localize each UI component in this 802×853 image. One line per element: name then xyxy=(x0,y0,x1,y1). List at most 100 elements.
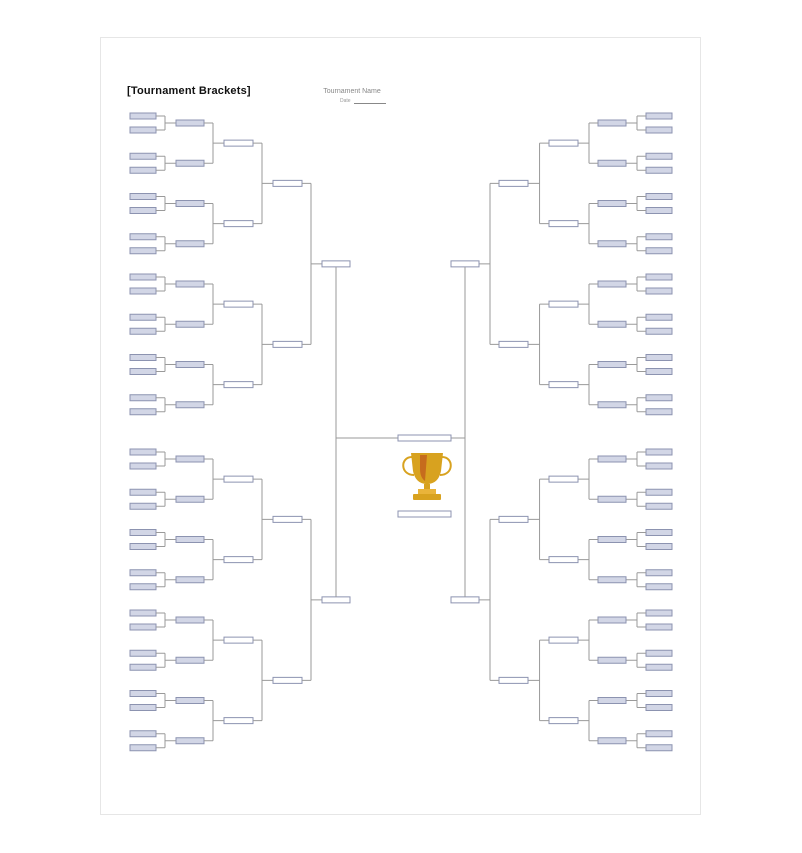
left-team-slot[interactable] xyxy=(129,273,157,281)
right-team-slot[interactable] xyxy=(645,704,673,711)
left-team-slot[interactable] xyxy=(129,247,157,255)
left-round4-slot[interactable] xyxy=(272,179,303,187)
left-round2-slot[interactable] xyxy=(175,536,205,543)
right-round3-slot[interactable] xyxy=(548,381,579,389)
right-team-slot[interactable] xyxy=(645,126,673,134)
right-team-slot[interactable] xyxy=(645,649,673,657)
left-round3-slot[interactable] xyxy=(223,636,254,644)
right-team-slot[interactable] xyxy=(645,112,673,120)
left-team-slot[interactable] xyxy=(129,623,157,631)
right-round2-slot[interactable] xyxy=(597,495,627,503)
left-round3-slot[interactable] xyxy=(223,220,254,228)
right-round3-slot[interactable] xyxy=(548,220,579,228)
right-round2-slot[interactable] xyxy=(597,361,627,368)
left-team-slot[interactable] xyxy=(129,126,157,134)
right-team-slot[interactable] xyxy=(645,247,673,255)
right-round2-slot[interactable] xyxy=(597,401,627,409)
right-team-slot[interactable] xyxy=(645,394,673,402)
right-round3-slot[interactable] xyxy=(548,475,579,483)
right-team-slot[interactable] xyxy=(645,583,673,591)
right-team-slot[interactable] xyxy=(645,287,673,295)
right-team-slot[interactable] xyxy=(645,529,673,536)
left-round2-slot[interactable] xyxy=(175,401,205,409)
right-round2-slot[interactable] xyxy=(597,737,627,745)
left-round2-slot[interactable] xyxy=(175,455,205,463)
left-team-slot[interactable] xyxy=(129,313,157,321)
left-team-slot[interactable] xyxy=(129,649,157,657)
right-round4-slot[interactable] xyxy=(498,340,529,348)
right-team-slot[interactable] xyxy=(645,193,673,200)
left-round3-slot[interactable] xyxy=(223,300,254,308)
right-round2-slot[interactable] xyxy=(597,280,627,288)
left-round2-slot[interactable] xyxy=(175,240,205,248)
right-round5-slot[interactable] xyxy=(450,260,480,268)
right-round3-slot[interactable] xyxy=(548,556,579,564)
left-team-slot[interactable] xyxy=(129,354,157,361)
right-team-slot[interactable] xyxy=(645,233,673,241)
right-round3-slot[interactable] xyxy=(548,717,579,725)
left-round2-slot[interactable] xyxy=(175,320,205,328)
right-team-slot[interactable] xyxy=(645,623,673,631)
left-round4-slot[interactable] xyxy=(272,676,303,684)
left-round3-slot[interactable] xyxy=(223,475,254,483)
right-round3-slot[interactable] xyxy=(548,300,579,308)
date-field[interactable]: Date xyxy=(340,98,386,104)
right-round5-slot[interactable] xyxy=(450,596,480,604)
right-round4-slot[interactable] xyxy=(498,676,529,684)
left-round2-slot[interactable] xyxy=(175,119,205,127)
right-round2-slot[interactable] xyxy=(597,159,627,167)
left-team-slot[interactable] xyxy=(129,744,157,752)
right-round2-slot[interactable] xyxy=(597,697,627,704)
right-round2-slot[interactable] xyxy=(597,320,627,328)
right-team-slot[interactable] xyxy=(645,207,673,214)
left-round2-slot[interactable] xyxy=(175,576,205,584)
left-team-slot[interactable] xyxy=(129,462,157,470)
left-round2-slot[interactable] xyxy=(175,200,205,207)
left-round2-slot[interactable] xyxy=(175,280,205,288)
right-round4-slot[interactable] xyxy=(498,179,529,187)
left-team-slot[interactable] xyxy=(129,193,157,200)
right-team-slot[interactable] xyxy=(645,730,673,738)
right-round2-slot[interactable] xyxy=(597,616,627,624)
right-team-slot[interactable] xyxy=(645,354,673,361)
left-team-slot[interactable] xyxy=(129,327,157,335)
left-team-slot[interactable] xyxy=(129,663,157,671)
left-team-slot[interactable] xyxy=(129,529,157,536)
right-round2-slot[interactable] xyxy=(597,656,627,664)
right-round4-slot[interactable] xyxy=(498,515,529,523)
right-round2-slot[interactable] xyxy=(597,119,627,127)
left-team-slot[interactable] xyxy=(129,502,157,510)
left-round5-slot[interactable] xyxy=(321,596,351,604)
left-team-slot[interactable] xyxy=(129,152,157,160)
left-round3-slot[interactable] xyxy=(223,381,254,389)
left-team-slot[interactable] xyxy=(129,207,157,214)
right-team-slot[interactable] xyxy=(645,609,673,617)
left-round3-slot[interactable] xyxy=(223,717,254,725)
left-team-slot[interactable] xyxy=(129,690,157,697)
right-team-slot[interactable] xyxy=(645,488,673,496)
right-round2-slot[interactable] xyxy=(597,200,627,207)
right-team-slot[interactable] xyxy=(645,313,673,321)
tournament-name-field[interactable]: Tournament Name xyxy=(323,88,381,95)
right-round3-slot[interactable] xyxy=(548,139,579,147)
left-team-slot[interactable] xyxy=(129,394,157,402)
left-round2-slot[interactable] xyxy=(175,737,205,745)
right-round2-slot[interactable] xyxy=(597,455,627,463)
left-round2-slot[interactable] xyxy=(175,616,205,624)
left-team-slot[interactable] xyxy=(129,543,157,550)
left-team-slot[interactable] xyxy=(129,448,157,456)
left-team-slot[interactable] xyxy=(129,233,157,241)
right-round2-slot[interactable] xyxy=(597,240,627,248)
runner-up-slot[interactable] xyxy=(397,510,452,518)
left-team-slot[interactable] xyxy=(129,609,157,617)
left-team-slot[interactable] xyxy=(129,112,157,120)
left-round3-slot[interactable] xyxy=(223,556,254,564)
right-team-slot[interactable] xyxy=(645,663,673,671)
right-round3-slot[interactable] xyxy=(548,636,579,644)
right-team-slot[interactable] xyxy=(645,448,673,456)
right-team-slot[interactable] xyxy=(645,273,673,281)
right-team-slot[interactable] xyxy=(645,327,673,335)
right-team-slot[interactable] xyxy=(645,690,673,697)
left-round2-slot[interactable] xyxy=(175,697,205,704)
right-team-slot[interactable] xyxy=(645,543,673,550)
